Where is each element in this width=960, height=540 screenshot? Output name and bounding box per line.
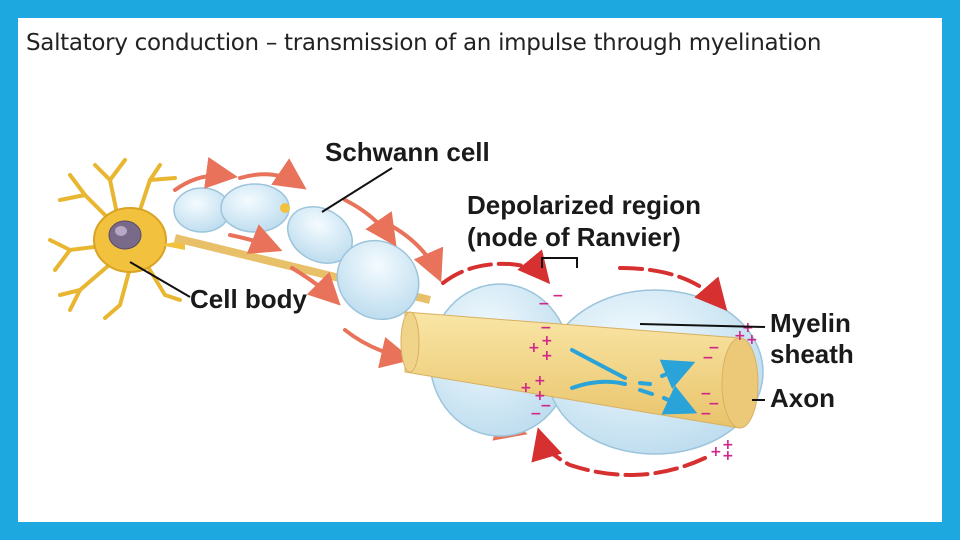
charges: −− − +++ +++ −− −− +++ −−− +++ [520,288,758,464]
myelin-sheath-label-line1: Myelin [770,308,851,338]
svg-text:+: + [534,373,546,389]
svg-text:−: − [538,296,550,312]
svg-text:+: + [722,437,734,453]
svg-text:+: + [746,332,758,348]
leader-lines [129,167,766,401]
svg-text:−: − [708,340,720,356]
outer-current-arrows [441,249,728,477]
cell-body-label: Cell body [190,284,308,314]
svg-text:−: − [540,320,552,336]
svg-text:+: + [528,340,540,356]
svg-text:+: + [541,333,553,349]
depolarized-region-label: Depolarized region [467,190,702,220]
svg-text:+: + [710,444,722,460]
axon [400,311,759,429]
svg-text:−: − [702,350,714,366]
svg-text:+: + [734,328,746,344]
svg-text:−: − [552,288,564,304]
svg-text:−: − [700,406,712,422]
schwann-cell-chain [173,183,431,321]
node-of-ranvier-label: (node of Ranvier) [467,222,681,252]
svg-text:+: + [534,388,546,404]
svg-text:−: − [540,398,552,414]
cell-body [48,158,185,320]
svg-text:−: − [700,386,712,402]
svg-text:+: + [722,448,734,464]
slide-title: Saltatory conduction – transmission of a… [26,30,822,56]
svg-text:−: − [708,396,720,412]
local-current-arrows [173,156,528,441]
axon-label: Axon [770,383,835,413]
slide [18,18,942,522]
svg-text:+: + [742,320,754,336]
signal-arrows [570,348,698,415]
svg-text:+: + [541,348,553,364]
myelin-sheath-label-line2: sheath [770,339,854,369]
svg-text:+: + [520,380,532,396]
schwann-cell-label: Schwann cell [325,137,490,167]
svg-text:−: − [530,406,542,422]
